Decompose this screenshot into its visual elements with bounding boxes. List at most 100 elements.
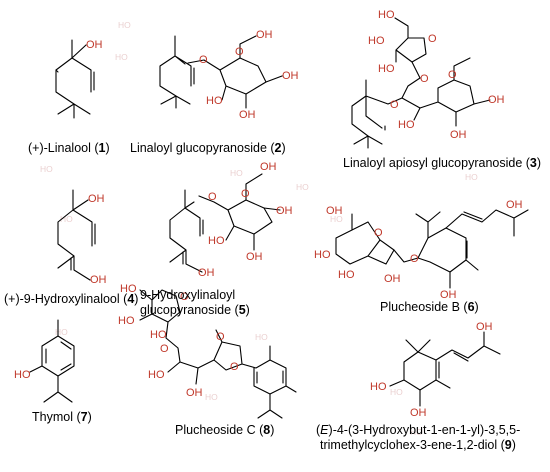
atom-label-o: O — [216, 331, 225, 343]
caption-plucheoside-b: Plucheoside B (6) — [380, 300, 479, 314]
watermark-text: HO — [230, 168, 243, 178]
atom-label-oh: OH — [282, 70, 299, 82]
atom-label-oh: OH — [246, 251, 263, 263]
caption-name: Thymol — [32, 410, 73, 424]
compound-number: 5 — [238, 303, 246, 317]
atom-label-oh: OH — [506, 199, 523, 211]
structure-9-hydroxylinalool: OH OH — [57, 189, 107, 286]
atom-label-ho: HO — [378, 9, 395, 21]
atom-label-ho: HO — [368, 35, 385, 47]
caption-name: Linaloyl apiosyl glucopyranoside — [343, 156, 523, 170]
watermark-text: HO — [465, 172, 478, 182]
atom-label-ho: HO — [370, 381, 387, 393]
caption-name: Plucheoside B — [380, 300, 460, 314]
atom-label-oh: OH — [476, 321, 493, 333]
atom-label-o: O — [235, 46, 244, 58]
stereo-prefix: E — [320, 423, 329, 437]
atom-label-ho: HO — [150, 329, 167, 341]
atom-label-o: O — [390, 99, 399, 111]
watermark-layer: HO HO HO HO HO HO HO HO HO HO HO HO HO — [40, 20, 478, 437]
atom-label-o: O — [230, 361, 239, 373]
atom-label-oh: OH — [239, 109, 256, 121]
atom-label-o: O — [160, 343, 169, 355]
atom-label-oh: OH — [88, 193, 105, 205]
atom-label-oh: OH — [488, 94, 505, 106]
caption-name-line2: trimethylcyclohex-3-ene-1,2-diol — [320, 438, 498, 452]
compound-number: 7 — [80, 410, 88, 424]
atom-label-oh: OH — [260, 161, 277, 173]
atom-label-oh: OH — [86, 39, 103, 51]
atom-label-o: O — [420, 73, 429, 85]
structure-plucheoside-c: HO O HO HO O O HO OH O — [118, 283, 297, 419]
caption-linaloyl-glucopyranoside: Linaloyl glucopyranoside (2) — [130, 141, 286, 155]
atom-label-oh: OH — [326, 205, 343, 217]
atom-label-ho: HO — [118, 315, 135, 327]
atom-label-ho: HO — [398, 119, 415, 131]
atom-label-oh: OH — [90, 274, 107, 286]
structure-linalool: OH — [55, 39, 103, 119]
caption-name: (+)-9-Hydroxylinalool — [4, 292, 120, 306]
atom-label-ho: HO — [378, 63, 395, 75]
caption-name: Linaloyl glucopyranoside — [130, 141, 267, 155]
caption-plucheoside-c: Plucheoside C (8) — [175, 423, 275, 437]
structure-linaloyl-glucopyranoside: O O OH OH OH HO — [159, 29, 299, 121]
caption-9-hydroxylinaloyl-glucopyranoside: 9-Hydroxylinaloyl glucopyranoside (5) — [140, 288, 250, 317]
caption-name: (+)-Linalool — [28, 141, 91, 155]
watermark-text: HO — [410, 427, 423, 437]
watermark-text: HO — [55, 327, 68, 337]
atom-label-o: O — [208, 191, 217, 203]
watermark-text: HO — [60, 214, 73, 224]
caption-linalool: (+)-Linalool (1) — [28, 141, 110, 155]
atom-label-o: O — [428, 33, 437, 45]
atom-label-o: O — [180, 291, 189, 303]
compound-number: 6 — [467, 300, 475, 314]
structure-plucheoside-b: OH O HO HO OH O OH OH — [314, 199, 529, 301]
compound-number: 1 — [98, 141, 106, 155]
watermark-text: HO — [115, 52, 128, 62]
atom-label-ho: HO — [208, 235, 225, 247]
structure-thymol: HO — [14, 319, 75, 403]
watermark-text: HO — [390, 387, 403, 397]
atom-label-oh: OH — [450, 129, 467, 141]
atom-label-o: O — [199, 54, 208, 66]
watermark-text: HO — [296, 182, 309, 192]
watermark-text: HO — [40, 164, 53, 174]
caption-9-hydroxylinalool: (+)-9-Hydroxylinalool (4) — [4, 292, 139, 306]
atom-label-oh: OH — [384, 273, 401, 285]
watermark-text: HO — [255, 332, 268, 342]
atom-label-oh: OH — [440, 289, 457, 301]
compound-number: 9 — [504, 438, 512, 452]
atom-label-o: O — [410, 253, 419, 265]
watermark-text: HO — [330, 214, 343, 224]
compound-number: 4 — [127, 292, 135, 306]
atom-label-oh: OH — [276, 205, 293, 217]
caption-name-line2: glucopyranoside — [140, 303, 232, 317]
atom-label-oh: OH — [198, 267, 215, 279]
atom-label-ho: HO — [148, 369, 165, 381]
caption-name-line1: -4-(3-Hydroxybut-1-en-1-yl)-3,5,5- — [332, 423, 521, 437]
structure-compound-9: OH HO OH — [370, 321, 501, 419]
atom-label-oh: OH — [186, 387, 203, 399]
atom-label-oh: OH — [410, 407, 427, 419]
compound-number: 2 — [274, 141, 282, 155]
caption-name-line1: 9-Hydroxylinaloyl — [140, 288, 236, 302]
atom-label-ho: HO — [338, 269, 355, 281]
structure-9-hydroxylinaloyl-glucopyranoside: O O OH OH OH HO OH — [169, 161, 293, 279]
atom-label-o: O — [448, 69, 457, 81]
compound-number: 3 — [529, 156, 537, 170]
caption-linaloyl-apiosyl-glucopyranoside: Linaloyl apiosyl glucopyranoside (3) — [343, 156, 542, 170]
atom-label-oh: OH — [256, 29, 273, 41]
atom-label-ho: HO — [314, 249, 331, 261]
caption-name: Plucheoside C — [175, 423, 256, 437]
caption-thymol: Thymol (7) — [32, 410, 92, 424]
atom-label-ho: HO — [206, 95, 223, 107]
atom-label-o: O — [241, 188, 250, 200]
compound-number: 8 — [263, 423, 271, 437]
structure-linaloyl-apiosyl-glucopyranoside: HO HO O HO O O OH OH HO O — [351, 9, 505, 149]
atom-label-ho: HO — [120, 283, 137, 295]
watermark-text: HO — [118, 20, 131, 30]
atom-label-ho: HO — [14, 369, 31, 381]
caption-compound-9: (E)-4-(3-Hydroxybut-1-en-1-yl)-3,5,5- tr… — [316, 423, 521, 452]
watermark-text: HO — [205, 392, 218, 402]
